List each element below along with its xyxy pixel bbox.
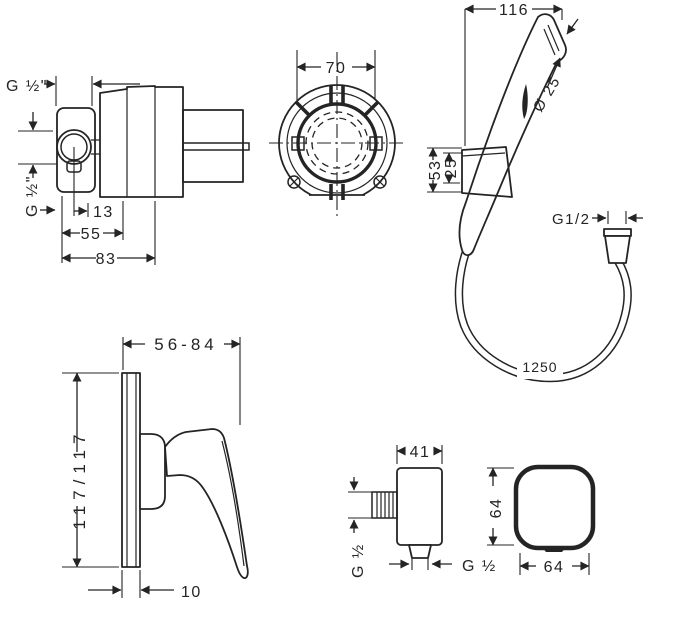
outlet-front-cover (513, 464, 596, 551)
port-connect-lines (91, 139, 100, 155)
valve-spindle (182, 142, 250, 151)
bottom-tab (329, 184, 345, 200)
mixer-cartridge-base (139, 433, 166, 510)
view-wall-outlet-front: 64 64 (487, 464, 596, 576)
valve-housing (99, 85, 184, 198)
view-hand-shower-hose: 116 Ø 25 53 25 G1/2 (427, 2, 643, 383)
dim-55: 55 (61, 196, 124, 263)
dim-label: 41 (410, 444, 431, 461)
view-valve-front: 70 (269, 50, 405, 216)
dim-port-diameter: G ½" (18, 112, 57, 217)
screw-lower-right (373, 175, 387, 189)
dim-13: 13 (73, 147, 114, 221)
mixer-escutcheon-plate (121, 372, 141, 568)
dim-plate-thickness: 10 (88, 570, 202, 601)
dim-label: 13 (93, 204, 114, 221)
dim-41: 41 (396, 444, 443, 464)
view-wall-outlet-side: 41 G ½ G ½ (348, 444, 497, 578)
handle-accent-stripe (522, 84, 528, 119)
hose-connector-nut (603, 228, 632, 264)
dim-53: 53 (427, 147, 462, 193)
dim-label: 64 (544, 559, 565, 576)
dim-label: 56-84 (154, 335, 217, 354)
valve-rear-block (182, 109, 244, 183)
plate-inner-lines (126, 373, 137, 567)
dim-label: 116 (499, 2, 529, 19)
dim-label: 10 (181, 584, 202, 601)
dim-label: G1/2 (552, 211, 591, 228)
dim-label: 117/117 (70, 429, 89, 530)
dim-thread-side: G ½ (348, 477, 372, 578)
outlet-threaded-nipple (371, 491, 398, 519)
shower-holder-edge (461, 152, 506, 157)
valve-housing-seams (126, 87, 156, 197)
dim-height: 117/117 (62, 372, 119, 568)
dim-label: G ½" (6, 78, 48, 95)
lever-edge-line (221, 440, 245, 567)
dim-hose-length: 1250 (517, 355, 563, 379)
dim-label: 55 (81, 226, 102, 243)
spoke-upper-left (294, 100, 311, 117)
dim-label: G ½" (24, 175, 41, 217)
dim-thread-top: G ½" (6, 76, 140, 106)
spray-face-rings (543, 24, 560, 56)
dim-front-height: 64 (487, 467, 514, 546)
shower-holder (461, 146, 513, 198)
dim-front-width: 64 (519, 553, 590, 576)
dim-83: 83 (61, 201, 156, 268)
view-concealed-valve: G ½" G ½" 13 55 (6, 76, 250, 268)
dim-label: 83 (96, 251, 117, 268)
dim-hose-thread: G1/2 (552, 211, 643, 228)
dim-label: G ½ (350, 543, 367, 578)
mixer-lever-handle (164, 428, 249, 579)
outlet-front-tab (541, 546, 567, 552)
screw-lower-left (287, 175, 301, 189)
outlet-body (396, 467, 443, 546)
dim-label: G ½ (462, 558, 497, 575)
hand-shower-body (458, 13, 567, 257)
dim-label: 53 (427, 160, 444, 181)
dim-label: 1250 (522, 359, 557, 375)
dim-label: 64 (488, 498, 505, 519)
dim-thread-bottom: G ½ (389, 558, 497, 575)
view-mixer-side: 56-84 117/117 10 (62, 335, 249, 601)
outlet-bottom-stub (408, 544, 432, 559)
dim-25: 25 (443, 152, 462, 184)
dim-116: 116 (464, 2, 563, 146)
top-tab (329, 85, 345, 105)
dim-label: 25 (443, 158, 460, 179)
dim-label: 70 (326, 60, 347, 77)
dim-depth-range: 56-84 (122, 335, 241, 425)
dim-70: 70 (296, 50, 376, 100)
spoke-upper-right (363, 100, 380, 117)
